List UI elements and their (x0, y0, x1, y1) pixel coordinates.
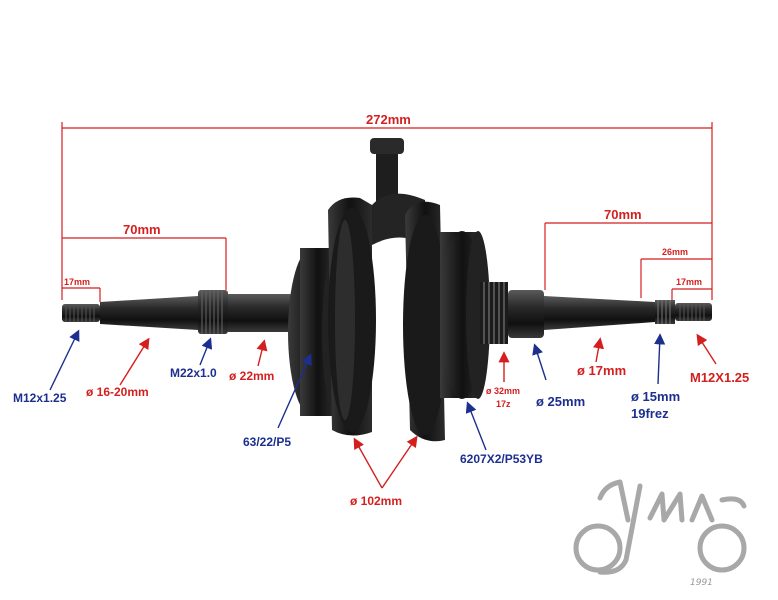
label-left-bearing: 63/22/P5 (243, 435, 292, 449)
dimension-lines (61, 122, 713, 302)
label-right-shaft: ø 17mm (577, 363, 627, 378)
label-left-journal: ø 22mm (229, 369, 275, 383)
label-gear-diameter: ø 32mm (486, 386, 521, 396)
label-left-thread: M12x1.25 (13, 391, 67, 405)
logo-year: 1991 (690, 578, 713, 588)
crankshaft-body (62, 138, 712, 442)
dimension-left-section: 70mm (123, 222, 161, 237)
dimension-total-length: 272mm (366, 112, 411, 127)
label-right-thread: M12X1.25 (690, 370, 750, 385)
label-right-journal: ø 25mm (536, 394, 586, 409)
label-left-taper: ø 16-20mm (86, 385, 149, 399)
dimension-right-thread: 17mm (676, 277, 703, 287)
label-spline-diameter: ø 15mm (631, 389, 681, 404)
dimension-right-spline: 26mm (662, 247, 689, 257)
brand-logo (573, 479, 747, 575)
label-mid-thread: M22x1.0 (170, 366, 217, 380)
label-gear-teeth: 17z (496, 399, 511, 409)
label-right-bearing: 6207X2/P53YB (460, 452, 543, 466)
pointer-arrows (49, 329, 717, 489)
dimension-left-thread: 17mm (64, 277, 91, 287)
label-flywheel-diameter: ø 102mm (350, 494, 403, 508)
dimension-right-section: 70mm (604, 207, 642, 222)
label-spline-teeth: 19frez (631, 406, 669, 421)
